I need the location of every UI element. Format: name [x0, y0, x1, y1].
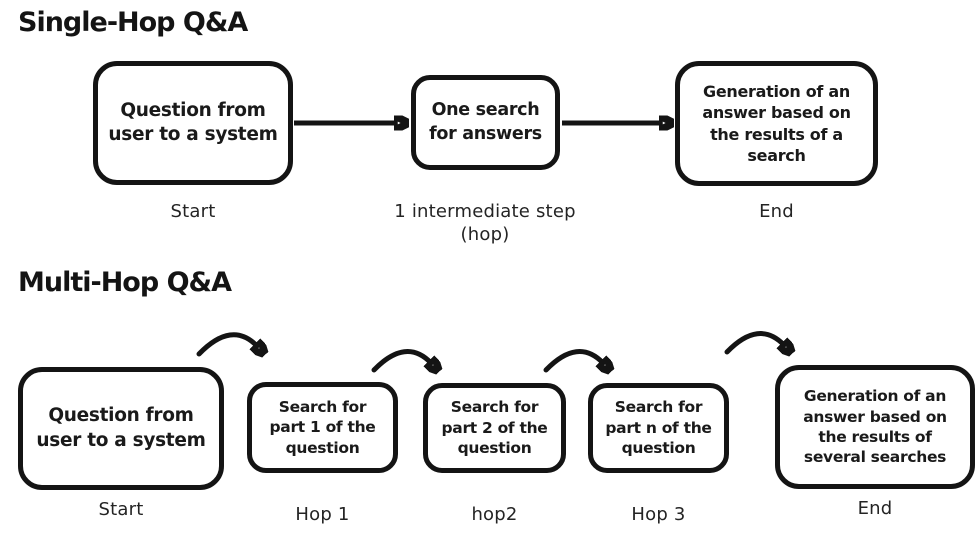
node-single-generation-text: Generation of an answer based on the res… — [702, 82, 851, 165]
node-single-generation: Generation of an answer based on the res… — [675, 61, 878, 186]
node-multi-search-1: Search for part 1 of the question — [247, 382, 398, 473]
node-multi-search-1-text: Search for part 1 of the question — [269, 397, 376, 457]
node-single-question-text: Question from user to a system — [108, 99, 278, 145]
label-multi-start: Start — [98, 499, 144, 520]
node-single-question: Question from user to a system — [93, 61, 293, 185]
node-multi-generation-text: Generation of an answer based on the res… — [803, 387, 947, 467]
label-single-hop: 1 intermediate step (hop) — [394, 201, 576, 245]
hop-arc-arrow-2 — [371, 349, 431, 370]
node-single-search-text: One search for answers — [429, 100, 542, 144]
multi-hop-title: Multi-Hop Q&A — [18, 267, 232, 298]
node-multi-generation: Generation of an answer based on the res… — [775, 365, 975, 489]
node-multi-search-2-text: Search for part 2 of the question — [441, 398, 548, 458]
node-single-search: One search for answers — [411, 75, 560, 170]
label-single-end: End — [759, 201, 794, 222]
hop-arc-arrow-4 — [724, 331, 784, 352]
hop-arc-arrow-3 — [543, 349, 603, 370]
hop-arc-arrow-1 — [196, 332, 257, 354]
node-multi-question: Question from user to a system — [18, 367, 224, 490]
label-multi-end: End — [857, 498, 893, 519]
node-multi-search-n: Search for part n of the question — [588, 383, 729, 473]
label-multi-hop1: Hop 1 — [295, 504, 350, 525]
node-multi-search-n-text: Search for part n of the question — [605, 398, 712, 458]
label-multi-hop2: hop2 — [471, 504, 518, 525]
label-single-start: Start — [170, 201, 216, 222]
label-multi-hop3: Hop 3 — [631, 504, 686, 525]
node-multi-question-text: Question from user to a system — [36, 405, 206, 451]
single-hop-title: Single-Hop Q&A — [18, 7, 248, 38]
node-multi-search-2: Search for part 2 of the question — [423, 383, 566, 473]
